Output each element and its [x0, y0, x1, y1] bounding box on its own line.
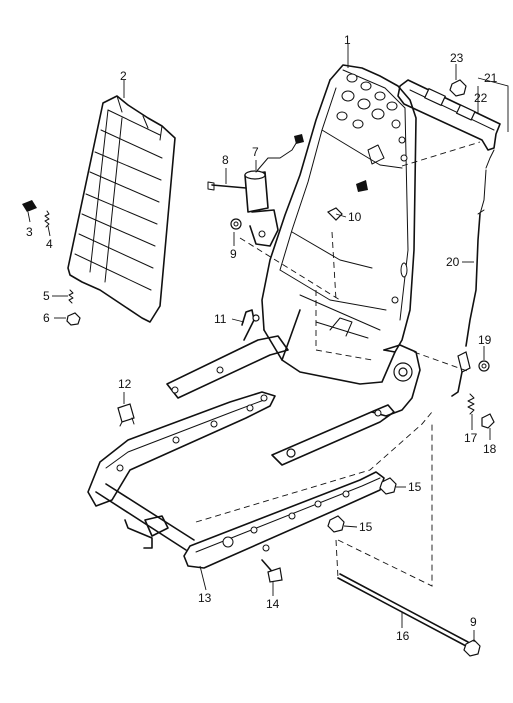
part-10-bolt [356, 180, 368, 192]
part-19-washer [478, 360, 490, 372]
callout-22: 22 [474, 91, 488, 105]
part-21-upper-rail [397, 79, 501, 151]
callout-17: 17 [464, 431, 478, 445]
part-18-cap [481, 413, 495, 429]
part-17-spring [467, 393, 475, 415]
front-cross-tube [95, 483, 195, 551]
callout-2: 2 [120, 69, 127, 83]
callout-23: 23 [450, 51, 464, 65]
part-12-clip [117, 403, 135, 427]
callout-15a: 15 [408, 480, 422, 494]
callout-11: 11 [214, 312, 227, 326]
callout-4: 4 [46, 237, 53, 251]
frame-lightening-holes [336, 73, 408, 304]
callout-6: 6 [43, 311, 50, 325]
callout-8: 8 [222, 153, 229, 167]
callout-7: 7 [252, 145, 259, 159]
assembly-guide-lines [195, 141, 481, 587]
callout-labels: 1 2 3 4 5 6 7 8 9 10 11 12 13 14 15 15 1… [26, 33, 498, 643]
right-seat-runner [183, 471, 385, 569]
callout-9a: 9 [230, 247, 237, 261]
callout-12: 12 [118, 377, 132, 391]
callout-15b: 15 [359, 520, 373, 534]
callout-9b: 9 [470, 615, 477, 629]
part-9-nut-lower [463, 639, 481, 657]
part-15-nut-lower [327, 515, 345, 533]
callout-10: 10 [348, 210, 362, 224]
callout-19: 19 [478, 333, 492, 347]
part-20-cable [451, 149, 495, 397]
part-3-clip [22, 200, 37, 212]
backrest-wire-mat [67, 95, 176, 323]
callout-1: 1 [344, 33, 351, 47]
callout-3: 3 [26, 225, 33, 239]
part-5-spring [68, 289, 74, 304]
recliner-hinge [371, 344, 421, 417]
part-11-cable-clamp [241, 309, 260, 341]
left-seat-runner [87, 391, 276, 507]
callout-13: 13 [198, 591, 212, 605]
part-23-nut [449, 79, 467, 97]
seat-lower-frame [166, 309, 421, 466]
part-6-nut [66, 312, 81, 326]
callout-21: 21 [484, 71, 498, 85]
seat-motor [244, 134, 304, 247]
callout-20: 20 [446, 255, 460, 269]
callout-leader-lines [27, 44, 509, 642]
part-4-spring [44, 210, 50, 228]
callout-5: 5 [43, 289, 50, 303]
backrest-frame [261, 64, 417, 353]
part-14-bolt [261, 559, 283, 583]
callout-16: 16 [396, 629, 410, 643]
part-8-bolt [207, 181, 247, 191]
callout-14: 14 [266, 597, 280, 611]
callout-18: 18 [483, 442, 497, 456]
part-9-washer [230, 218, 242, 230]
part-15-nut-upper [379, 477, 397, 495]
part-10-clip [326, 207, 343, 221]
